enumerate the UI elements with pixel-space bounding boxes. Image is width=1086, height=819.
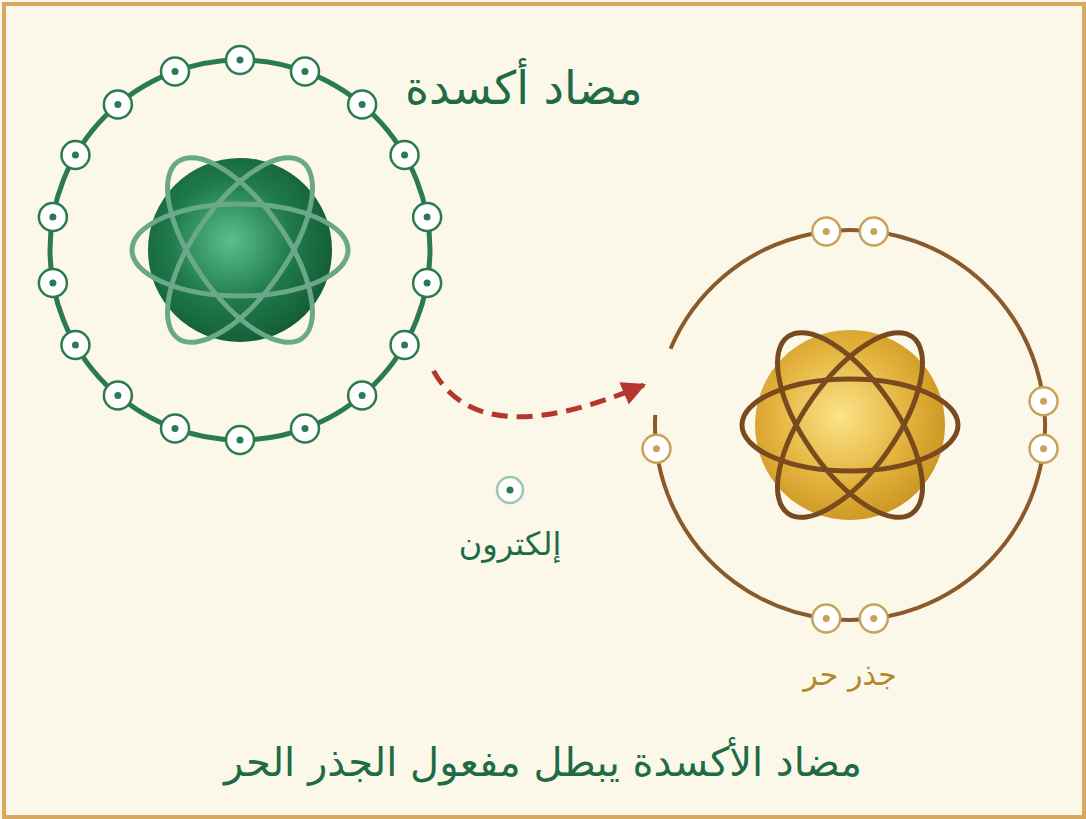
electron-transfer-arrow <box>433 371 643 417</box>
atom-shell <box>655 230 1045 620</box>
caption: مضاد الأكسدة يبطل مفعول الجذر الحر <box>0 738 1086 786</box>
electron-core <box>653 445 660 452</box>
electron-shell <box>291 57 319 85</box>
electron-shell <box>39 269 67 297</box>
electron-shell <box>413 269 441 297</box>
orbit <box>750 310 949 540</box>
electron-core <box>870 228 877 235</box>
electron-core <box>424 214 431 221</box>
electron-core <box>870 615 877 622</box>
electron-shell <box>812 605 840 633</box>
electron-core <box>72 152 79 159</box>
electron-shell <box>226 426 254 454</box>
atom-shell <box>50 60 430 440</box>
electron-shell <box>226 46 254 74</box>
orbit <box>742 379 958 471</box>
electron-shell <box>104 382 132 410</box>
electron-shell <box>348 382 376 410</box>
electron-shell <box>161 415 189 443</box>
orbit <box>140 135 339 365</box>
electron-shell <box>61 331 89 359</box>
atom-label: جذر حر <box>635 657 1065 693</box>
electron-core <box>823 228 830 235</box>
electron-core <box>49 214 56 221</box>
electron-shell <box>413 203 441 231</box>
electron-shell <box>391 141 419 169</box>
electron-core <box>172 68 179 75</box>
electron-shell <box>391 331 419 359</box>
electron-shell <box>860 605 888 633</box>
electron-core <box>401 342 408 349</box>
electron-shell <box>348 90 376 118</box>
electron-core <box>301 425 308 432</box>
orbit <box>140 135 339 365</box>
nucleus <box>148 158 332 342</box>
electron-shell <box>61 141 89 169</box>
electron-core <box>1040 398 1047 405</box>
orbit <box>750 310 949 540</box>
electron-core <box>424 279 431 286</box>
electron-shell <box>812 217 840 245</box>
electron-shell <box>39 203 67 231</box>
antioxidant-atom: مضاد أكسدة <box>45 55 435 445</box>
electron-core <box>49 279 56 286</box>
electron-core <box>359 101 366 108</box>
electron-core <box>507 487 514 494</box>
free-radical-atom-drawing <box>635 215 1065 635</box>
electron-core <box>114 392 121 399</box>
electron-drawing <box>491 471 529 509</box>
electron-shell <box>642 435 670 463</box>
electron-shell <box>1030 435 1058 463</box>
orbit <box>132 204 348 296</box>
electron-core <box>823 615 830 622</box>
electron-shell <box>1030 387 1058 415</box>
antioxidant-atom-drawing <box>45 55 435 445</box>
electron-shell <box>291 415 319 443</box>
electron-shell <box>161 57 189 85</box>
electron-shell <box>104 90 132 118</box>
electron-core <box>401 152 408 159</box>
electron-core <box>1040 445 1047 452</box>
electron: إلكترون <box>491 471 529 509</box>
electron-core <box>237 57 244 64</box>
electron-core <box>301 68 308 75</box>
electron-core <box>359 392 366 399</box>
electron-core <box>114 101 121 108</box>
electron-core <box>237 437 244 444</box>
electron-core <box>172 425 179 432</box>
free-radical-atom: جذر حر <box>635 215 1065 635</box>
atom-label: إلكترون <box>459 525 562 563</box>
electron-shell <box>860 217 888 245</box>
atom-label: مضاد أكسدة <box>405 61 643 116</box>
electron-shell <box>497 477 523 503</box>
electron-core <box>72 342 79 349</box>
